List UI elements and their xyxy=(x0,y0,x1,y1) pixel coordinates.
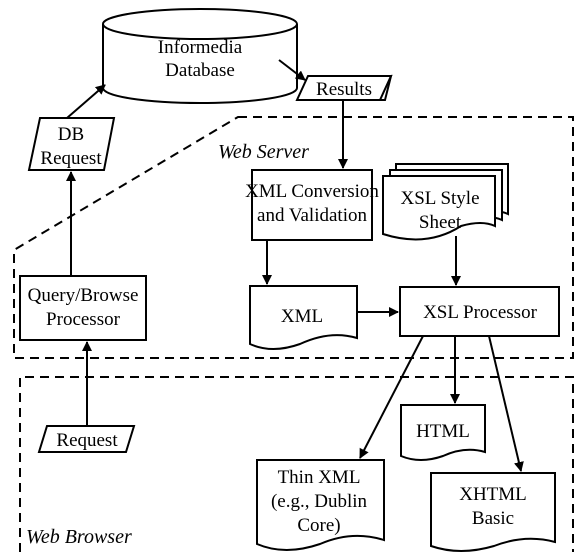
text-line: (e.g., Dublin xyxy=(271,491,368,512)
arrow-dbrequest-to-database xyxy=(66,84,106,119)
xml-conversion-node: XML Conversion and Validation xyxy=(245,169,379,241)
arrow-processor-to-thinxml xyxy=(359,335,424,459)
request-label: Request xyxy=(56,430,118,451)
db-request-node: DB Request xyxy=(27,117,116,171)
text-line: Core) xyxy=(297,515,340,536)
text-line: XML xyxy=(281,306,323,327)
text-line: Results xyxy=(316,79,372,100)
text-line: XSL Style xyxy=(401,188,480,209)
text-line: and Validation xyxy=(257,205,367,226)
html-label: HTML xyxy=(416,421,470,442)
xml-conversion-label: XML Conversion and Validation xyxy=(245,181,379,226)
xml-node: XML xyxy=(249,285,358,350)
text-line: Thin XML xyxy=(278,467,361,488)
text-line: Basic xyxy=(472,508,514,529)
web-server-label: Web Server xyxy=(218,141,309,163)
text-line: DB xyxy=(58,124,84,145)
text-line: XSL Processor xyxy=(423,302,537,323)
text-line: Informedia xyxy=(158,37,243,58)
results-label: Results xyxy=(316,79,372,100)
db-request-label: DB Request xyxy=(40,124,102,169)
web-browser-boundary xyxy=(19,376,574,552)
xsl-processor-node: XSL Processor xyxy=(399,286,560,337)
text-line: Processor xyxy=(46,309,121,330)
text-line: Sheet xyxy=(419,212,462,233)
text-line: XHTML xyxy=(459,484,527,505)
text-line: Query/Browse xyxy=(28,285,139,306)
text-line: Request xyxy=(56,430,118,451)
text-line: HTML xyxy=(416,421,470,442)
xhtml-basic-node: XHTML Basic xyxy=(430,472,556,552)
arrow-processor-to-xhtml xyxy=(488,335,524,472)
web-browser-label: Web Browser xyxy=(26,526,132,548)
html-node: HTML xyxy=(400,404,486,461)
text-line: Database xyxy=(165,60,235,81)
xsl-processor-label: XSL Processor xyxy=(423,302,537,323)
results-node: Results xyxy=(295,74,393,101)
text-line: XML Conversion xyxy=(245,181,379,202)
text-line: Request xyxy=(40,148,102,169)
arrow-database-to-results xyxy=(278,59,306,81)
xhtml-basic-label: XHTML Basic xyxy=(459,484,527,529)
request-node: Request xyxy=(37,425,136,453)
xml-label: XML xyxy=(281,306,323,327)
web-server-boundary xyxy=(13,116,574,359)
